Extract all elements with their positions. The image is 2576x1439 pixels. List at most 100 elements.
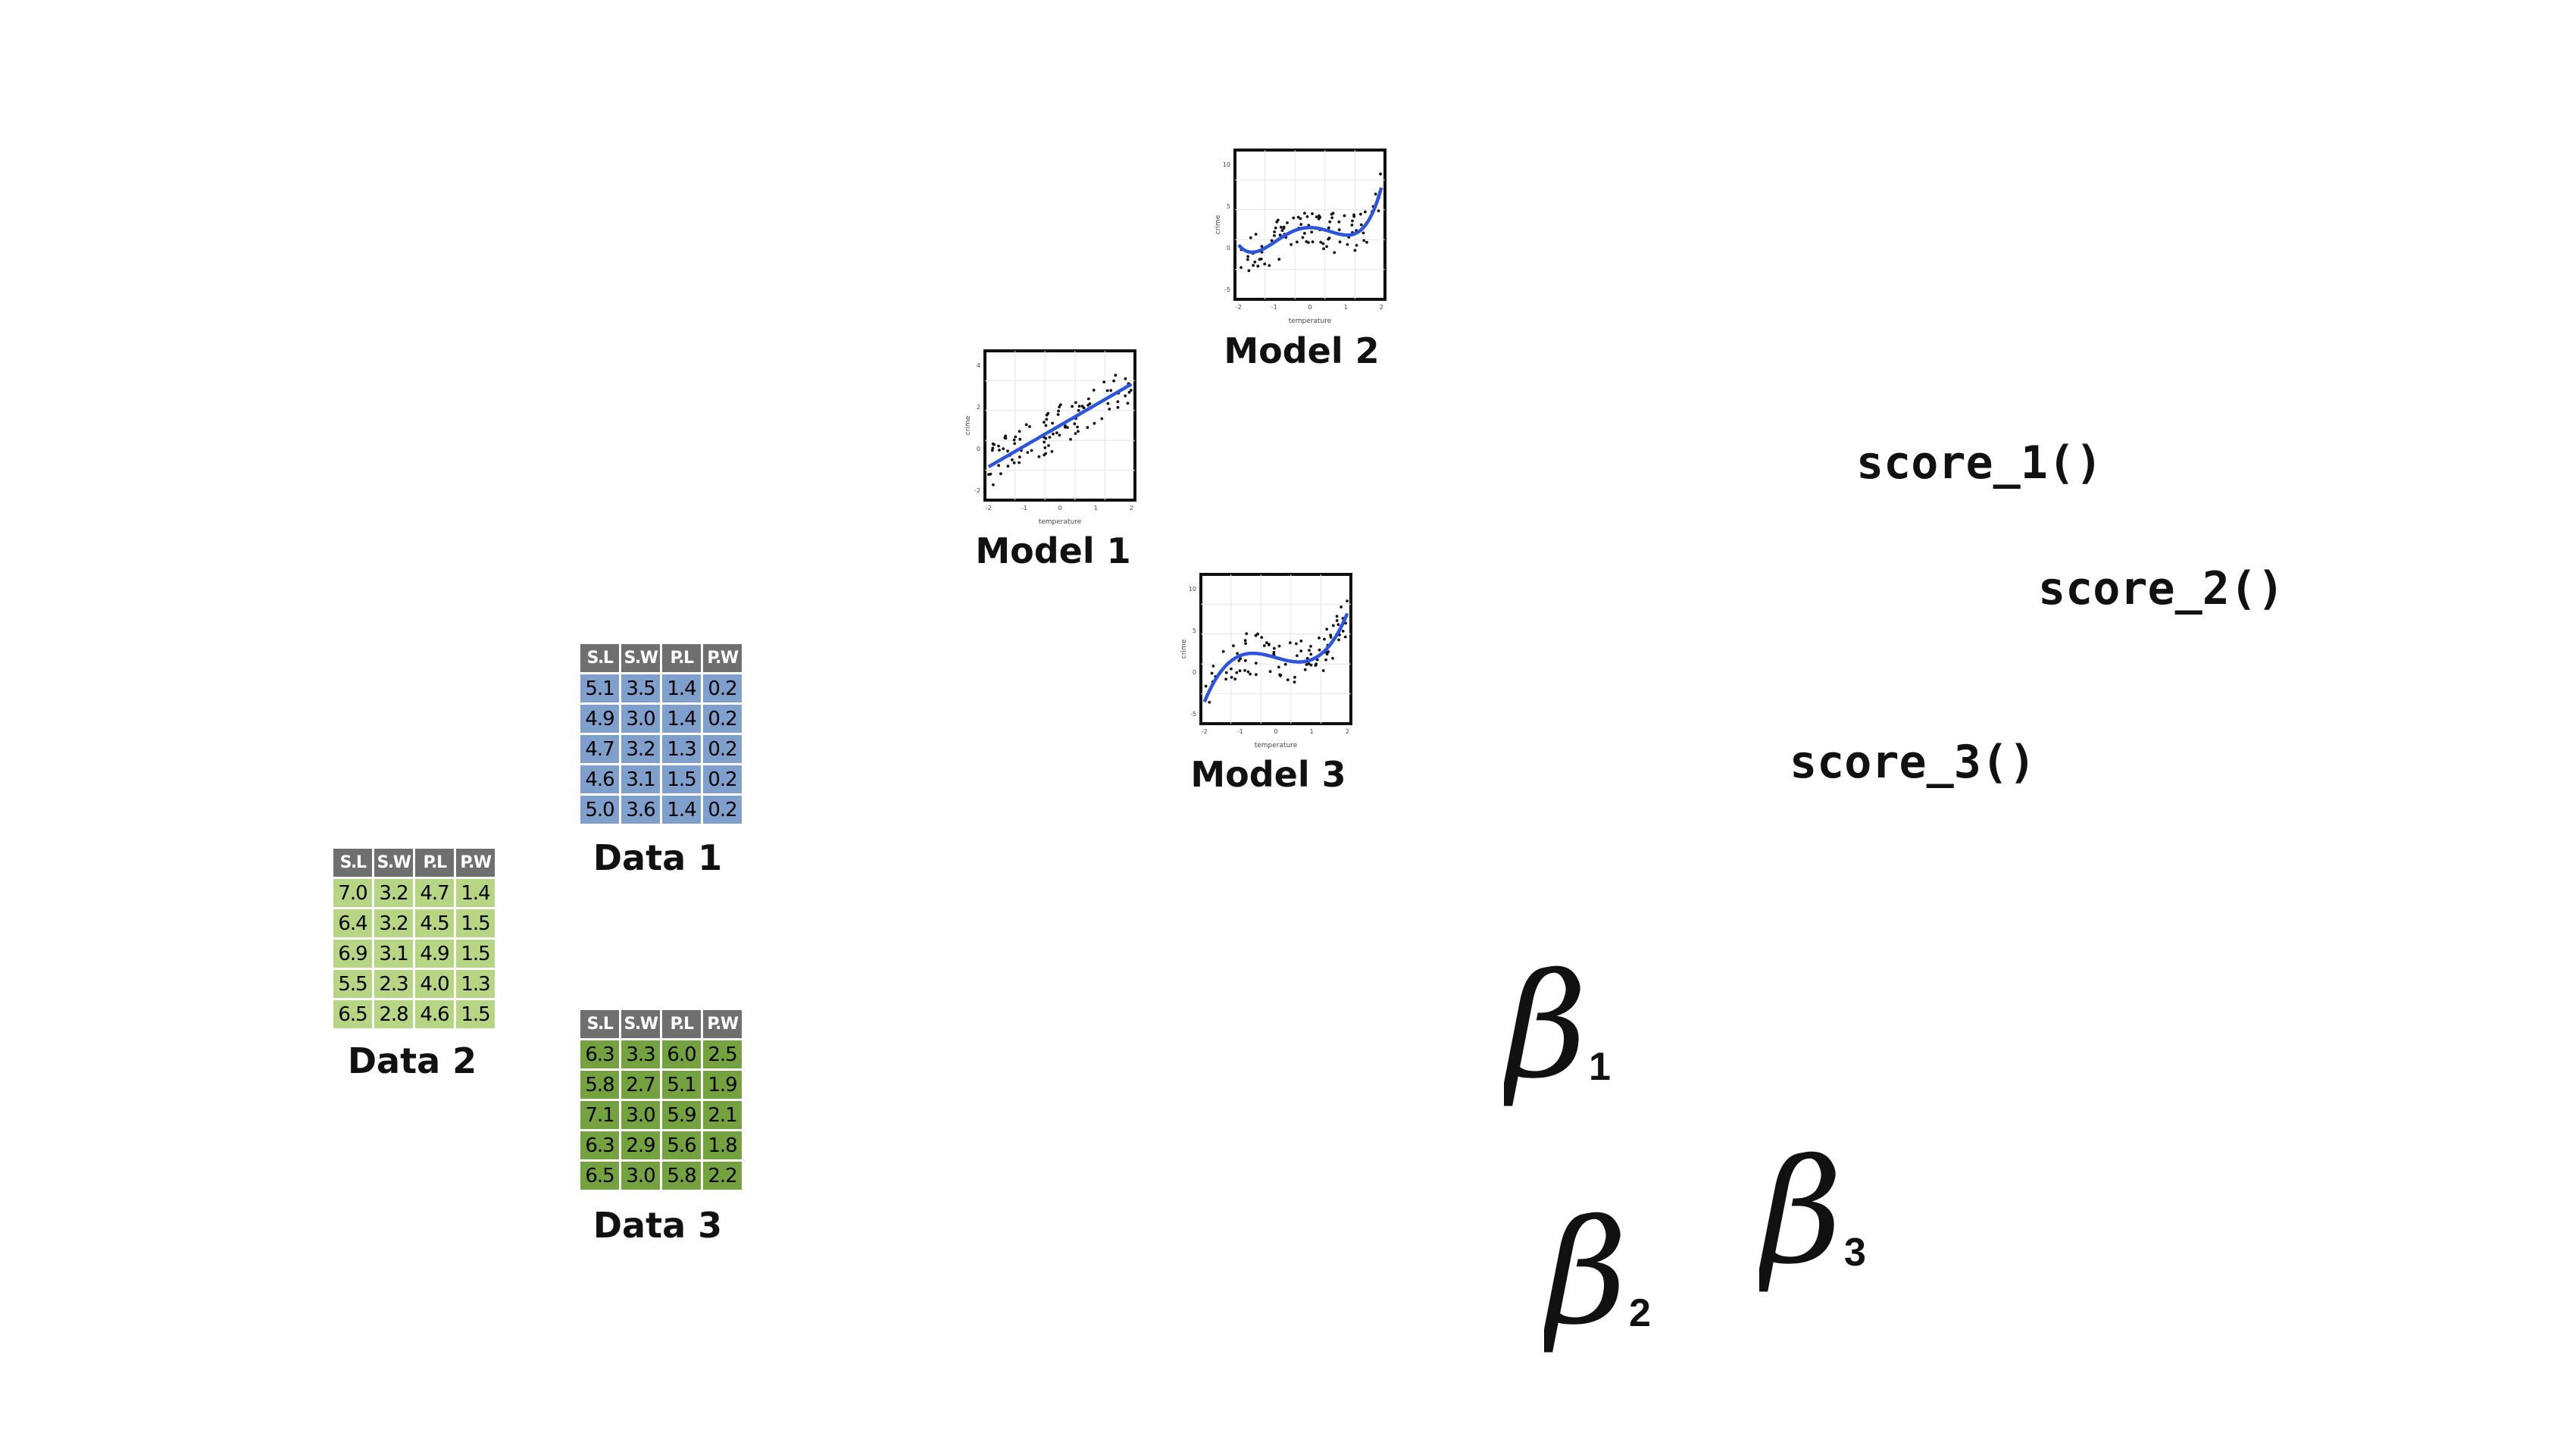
x-tick-label: 2	[1380, 304, 1383, 311]
data-point	[1058, 405, 1061, 408]
table-cell: 6.5	[333, 1000, 372, 1028]
data-point	[1279, 674, 1282, 677]
data-point	[1337, 221, 1341, 224]
data-point	[1077, 430, 1080, 433]
data-point	[1355, 243, 1358, 247]
data-point	[1299, 217, 1302, 221]
data-point	[1044, 436, 1048, 440]
data-point	[1273, 234, 1276, 237]
data-point	[1292, 216, 1296, 220]
data-point	[1112, 379, 1115, 383]
data-point	[1043, 453, 1046, 457]
table-cell: 2.7	[621, 1071, 660, 1099]
data-point	[1256, 264, 1260, 268]
table-cell: 0.2	[703, 735, 742, 763]
data-point	[1303, 211, 1306, 215]
data-point	[1335, 619, 1339, 622]
data-point	[1240, 266, 1243, 269]
data-point	[1361, 231, 1365, 235]
data-point	[1044, 424, 1048, 427]
table-cell: 1.3	[456, 970, 495, 998]
x-tick-label: -2	[1202, 728, 1208, 735]
data-point	[1221, 649, 1225, 653]
data-point	[1263, 262, 1267, 266]
y-tick-label: 10	[1223, 161, 1230, 168]
data-point	[1047, 444, 1050, 447]
data-point	[1105, 389, 1109, 393]
data-point	[1362, 239, 1366, 242]
table-header-cell: S.L	[580, 1010, 619, 1038]
data-point	[1321, 669, 1325, 672]
data-point	[1327, 226, 1330, 230]
data-point	[1268, 670, 1272, 674]
table-cell: 1.5	[456, 909, 495, 937]
data-point	[1305, 663, 1308, 666]
table-header-cell: S.W	[621, 1010, 660, 1038]
data-point	[1325, 627, 1329, 631]
data-point	[1311, 212, 1314, 215]
data-point	[1325, 651, 1329, 654]
data-point	[1002, 447, 1005, 450]
data-point	[1238, 669, 1242, 673]
x-axis-label: temperature	[1289, 318, 1332, 325]
table-cell: 1.5	[456, 1000, 495, 1028]
data-point	[1246, 670, 1250, 674]
data-point	[1280, 229, 1284, 233]
data3-caption: Data 3	[592, 1205, 723, 1246]
data-point	[1252, 264, 1255, 267]
table-cell: 0.2	[703, 705, 742, 733]
data-point	[1270, 239, 1274, 242]
table-cell: 1.3	[662, 735, 701, 763]
table-cell: 5.6	[662, 1131, 701, 1159]
data-point	[1230, 667, 1233, 671]
beta-2-subscript: 2	[1629, 1291, 1651, 1335]
data-point	[1333, 251, 1336, 255]
table-cell: 3.1	[374, 940, 413, 968]
beta-3-glyph: β	[1759, 1148, 1843, 1296]
data-point	[1018, 461, 1021, 465]
table-cell: 4.9	[415, 940, 454, 968]
data-point	[1307, 662, 1311, 665]
data-point	[990, 449, 994, 452]
data-point	[1374, 192, 1377, 196]
data-point	[1259, 257, 1263, 261]
data-point	[991, 442, 995, 446]
fitted-curve	[987, 382, 1133, 469]
data-point	[1239, 657, 1242, 661]
data-point	[1359, 223, 1363, 227]
data-point	[1030, 449, 1033, 452]
data-point	[1106, 402, 1110, 405]
data-point	[1018, 437, 1022, 441]
x-tick-label: -1	[1237, 728, 1243, 735]
fitted-curve	[1202, 612, 1349, 703]
data-point	[1275, 221, 1279, 224]
data-point	[1346, 242, 1349, 246]
x-axis-label: temperature	[1255, 742, 1298, 749]
data-point	[1296, 215, 1300, 219]
data-point	[1303, 232, 1306, 235]
data-point	[1337, 228, 1341, 232]
model1-caption: Model 1	[975, 530, 1131, 571]
data-point	[1100, 417, 1104, 421]
data-point	[1330, 216, 1334, 220]
data-point	[1272, 646, 1276, 650]
data-point	[1235, 671, 1239, 674]
data-point	[1324, 658, 1327, 662]
table-cell: 6.0	[662, 1040, 701, 1068]
data-point	[1050, 450, 1054, 453]
data-point	[1310, 230, 1314, 234]
y-tick-label: 0	[1193, 669, 1196, 676]
table-cell: 6.3	[580, 1040, 619, 1068]
data-point	[1210, 671, 1214, 675]
beta-2-glyph: β	[1544, 1209, 1627, 1356]
data-point	[1321, 242, 1325, 246]
data-point	[1232, 644, 1235, 648]
data-point	[1293, 680, 1296, 684]
table-cell: 1.4	[662, 674, 701, 702]
table-header-cell: S.L	[333, 849, 372, 877]
data-point	[1350, 224, 1354, 227]
y-tick-label: -5	[1190, 711, 1196, 718]
data-point	[1066, 426, 1069, 429]
data-point	[1273, 230, 1276, 233]
data-point	[1346, 599, 1349, 602]
